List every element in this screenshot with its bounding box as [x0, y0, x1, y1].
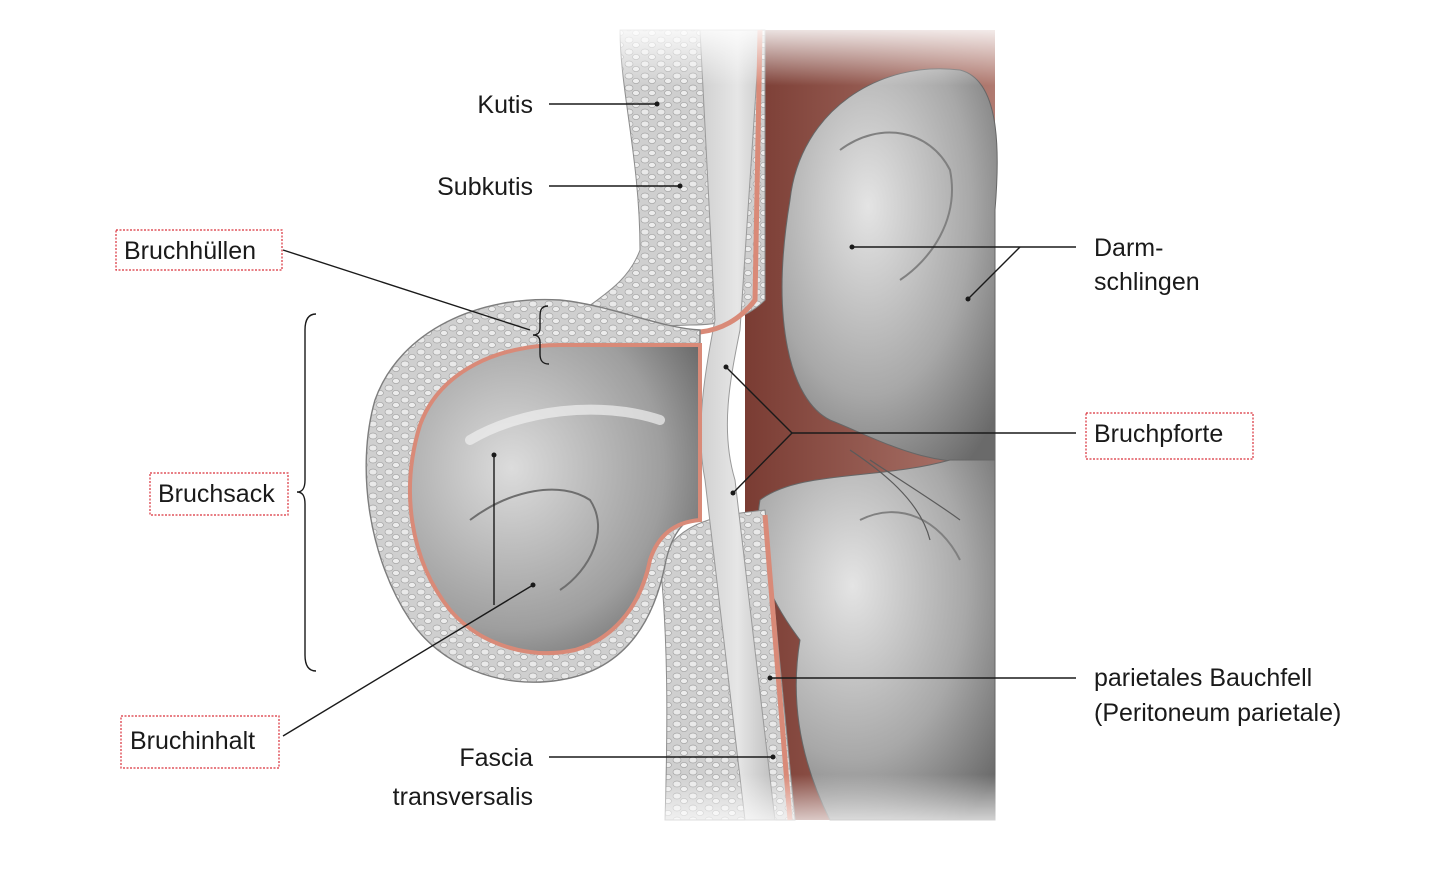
label-bruchhuellen: Bruchhüllen [124, 237, 256, 265]
leader-bruchinhalt [282, 584, 534, 737]
leader-darm-2 [967, 246, 1021, 300]
anatomy-illustration [365, 20, 1020, 840]
bruchhuellen-brace [532, 305, 550, 365]
leader-bruchpforte-up [725, 366, 793, 434]
label-kutis: Kutis [477, 91, 533, 119]
fade-overlay [600, 20, 1020, 840]
box-bruchsack [149, 472, 289, 516]
label-bruchsack: Bruchsack [158, 480, 275, 508]
label-darm-line2: schlingen [1094, 268, 1200, 296]
leader-bruchpforte-dot-down [730, 490, 736, 496]
leader-darm-dot-1 [849, 244, 855, 250]
label-bruchpforte: Bruchpforte [1094, 420, 1223, 448]
highlight-boxes [115, 229, 1254, 769]
leader-bruchinhalt-top-dot [491, 452, 497, 458]
leader-kutis-dot [654, 101, 660, 107]
hernia-content-fold [469, 488, 600, 591]
leader-lines [282, 101, 1076, 760]
box-bruchpforte [1085, 412, 1254, 460]
label-subkutis: Subkutis [437, 173, 533, 201]
label-fascia-line1: Fascia [459, 744, 533, 772]
leader-subkutis-dot [677, 183, 683, 189]
leader-fascia-dot [770, 754, 776, 760]
label-fascia-line2: transversalis [393, 783, 533, 811]
label-bauchfell-line1: parietales Bauchfell [1094, 664, 1312, 692]
leader-bruchpforte-dot-up [723, 364, 729, 370]
leader-bruchinhalt-dot [530, 582, 536, 588]
box-bruchhuellen [115, 229, 283, 271]
bruchsack-brace [296, 313, 317, 672]
label-bruchinhalt: Bruchinhalt [130, 727, 255, 755]
leader-darm-dot-2 [965, 296, 971, 302]
leader-bruchhuellen [282, 249, 531, 331]
labels: Kutis Subkutis Bruchhüllen Bruchsack Bru… [124, 91, 1341, 811]
leader-bauchfell-dot [767, 675, 773, 681]
label-darm-line1: Darm- [1094, 234, 1163, 262]
leader-bruchpforte-down [732, 432, 793, 494]
label-bauchfell-line2: (Peritoneum parietale) [1094, 699, 1341, 727]
box-bruchinhalt [120, 715, 280, 769]
